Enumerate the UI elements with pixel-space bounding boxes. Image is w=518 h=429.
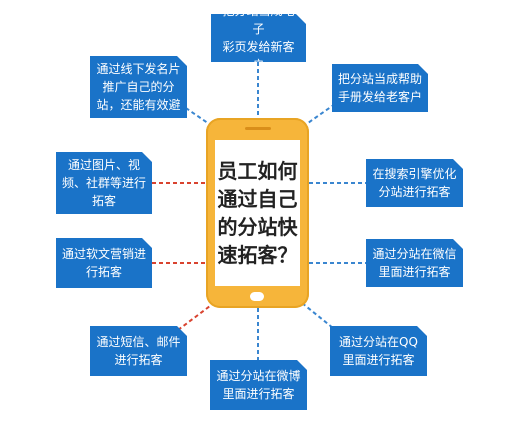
center-title: 员工如何 通过自己 的分站快 速拓客？ (217, 159, 298, 267)
connector-bottom-left (177, 302, 215, 331)
method-box-mid-left-2: 通过软文营销进 行拓客 (56, 238, 152, 288)
method-box-bottom-left: 通过短信、邮件 进行拓客 (90, 326, 187, 376)
phone-home-button (250, 292, 264, 301)
method-box-mid-right-2: 通过分站在微信 里面进行拓客 (366, 239, 463, 287)
phone-screen: 员工如何 通过自己 的分站快 速拓客？ (215, 140, 300, 286)
method-box-top-left: 通过线下发名片 推广自己的分 站，还能有效避 (90, 56, 187, 118)
method-box-bottom-right: 通过分站在QQ 里面进行拓客 (330, 326, 427, 376)
phone-illustration: 员工如何 通过自己 的分站快 速拓客？ (206, 118, 309, 308)
method-box-top-center: 把分站当成电子 彩页发给新客户 (211, 14, 306, 62)
method-box-mid-left-1: 通过图片、视 频、社群等进行 拓客 (56, 152, 152, 214)
method-box-bottom-center: 通过分站在微博 里面进行拓客 (210, 360, 307, 410)
method-box-mid-right-1: 在搜索引擎优化 分站进行拓客 (366, 159, 463, 207)
method-box-top-right: 把分站当成帮助 手册发给老客户 (332, 64, 428, 112)
phone-speaker (245, 127, 271, 130)
